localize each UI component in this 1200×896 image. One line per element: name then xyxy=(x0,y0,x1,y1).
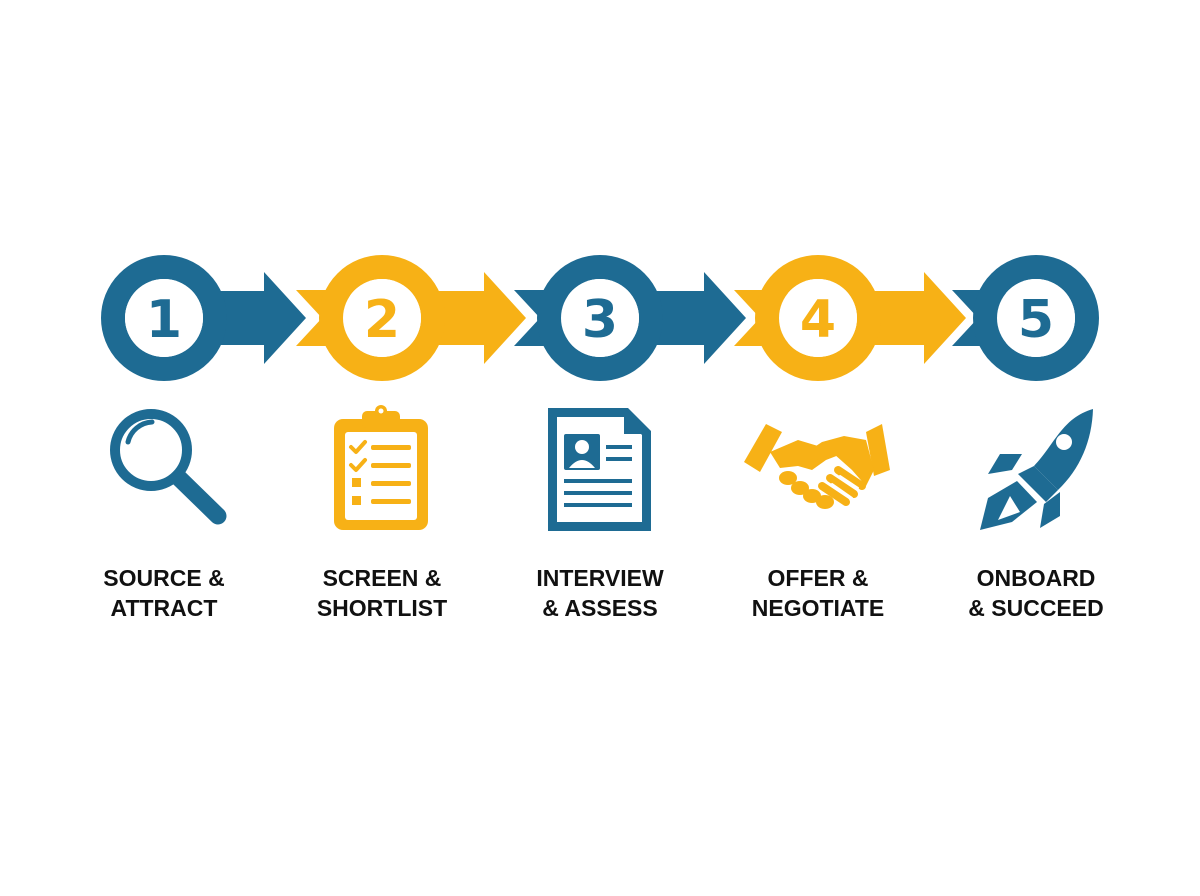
step-label-2-line2: SHORTLIST xyxy=(317,595,447,621)
arrow-1-to-2 xyxy=(210,272,306,364)
step-label-2-line1: SCREEN & xyxy=(323,565,442,591)
step-label-1-line1: SOURCE & xyxy=(103,565,224,591)
step-ring-2: 2 xyxy=(319,255,445,381)
step-number-3: 3 xyxy=(582,290,618,350)
magnifying-glass-icon xyxy=(110,409,227,525)
arrow-3-to-4 xyxy=(643,272,746,364)
resume-document-icon xyxy=(548,408,651,531)
step-ring-1: 1 xyxy=(101,255,227,381)
arrow-4-to-5 xyxy=(863,272,966,364)
step-number-4: 4 xyxy=(800,290,836,350)
step-label-5-line1: ONBOARD xyxy=(977,565,1096,591)
step-number-2: 2 xyxy=(364,290,400,350)
connector-arrows xyxy=(210,272,966,364)
step-label-5-line2: & SUCCEED xyxy=(968,595,1103,621)
arrow-2-to-3 xyxy=(425,272,526,364)
rocket-icon xyxy=(980,409,1093,530)
step-label-4: OFFER & NEGOTIATE xyxy=(752,565,884,621)
step-label-1-line2: ATTRACT xyxy=(111,595,218,621)
handshake-icon xyxy=(744,424,890,509)
step-number-1: 1 xyxy=(146,290,182,350)
step-label-4-line2: NEGOTIATE xyxy=(752,595,884,621)
step-label-3: INTERVIEW & ASSESS xyxy=(536,565,664,621)
step-ring-5: 5 xyxy=(973,255,1099,381)
step-number-5: 5 xyxy=(1018,290,1054,350)
step-label-5: ONBOARD & SUCCEED xyxy=(968,565,1103,621)
step-ring-3: 3 xyxy=(537,255,663,381)
step-label-3-line2: & ASSESS xyxy=(542,595,657,621)
clipboard-checklist-icon xyxy=(334,405,428,530)
step-ring-4: 4 xyxy=(755,255,881,381)
step-label-2: SCREEN & SHORTLIST xyxy=(317,565,447,621)
step-label-4-line1: OFFER & xyxy=(768,565,869,591)
step-label-3-line1: INTERVIEW xyxy=(536,565,664,591)
step-label-1: SOURCE & ATTRACT xyxy=(103,565,224,621)
